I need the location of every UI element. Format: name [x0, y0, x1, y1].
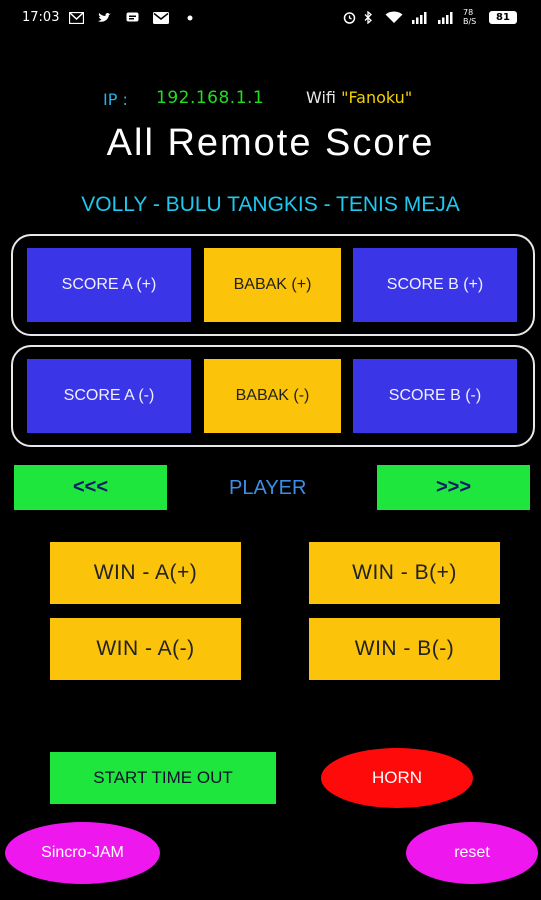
signal-icon: [410, 11, 430, 24]
win-b-minus-button[interactable]: WIN - B(-): [309, 618, 500, 680]
win-a-plus-button[interactable]: WIN - A(+): [50, 542, 241, 604]
status-time: 17:03: [22, 10, 60, 25]
dot-icon: [186, 11, 194, 24]
win-b-plus-button[interactable]: WIN - B(+): [309, 542, 500, 604]
score-a-plus-button[interactable]: SCORE A (+): [27, 248, 191, 322]
mail-icon: [152, 11, 170, 24]
score-a-minus-button[interactable]: SCORE A (-): [27, 359, 191, 433]
start-timeout-button[interactable]: START TIME OUT: [50, 752, 276, 804]
score-b-minus-button[interactable]: SCORE B (-): [353, 359, 517, 433]
page-title: All Remote Score: [106, 122, 435, 164]
reset-button[interactable]: reset: [406, 822, 538, 884]
wifi-prefix: Wifi: [306, 88, 342, 107]
ip-label: IP :: [103, 90, 128, 109]
ip-value: 192.168.1.1: [156, 88, 265, 108]
score-b-plus-button[interactable]: SCORE B (+): [353, 248, 517, 322]
battery-icon: 81: [489, 11, 517, 24]
babak-minus-button[interactable]: BABAK (-): [204, 359, 341, 433]
babak-plus-button[interactable]: BABAK (+): [204, 248, 341, 322]
sincro-jam-button[interactable]: Sincro-JAM: [5, 822, 160, 884]
message-icon: [124, 11, 140, 24]
alarm-icon: [342, 11, 356, 24]
signal-icon: [436, 11, 456, 24]
wifi-info: Wifi "Fanoku": [306, 88, 412, 107]
status-bar: 17:03 78 B/S 81: [0, 0, 541, 36]
network-speed: 78 B/S: [463, 8, 477, 26]
wifi-name: "Fanoku": [341, 88, 413, 107]
bluetooth-icon: [362, 11, 374, 24]
player-next-button[interactable]: >>>: [377, 465, 530, 510]
horn-button[interactable]: HORN: [321, 748, 473, 808]
score-minus-group: [11, 345, 535, 447]
gmail-icon: [68, 11, 84, 24]
page-subtitle: VOLLY - BULU TANGKIS - TENIS MEJA: [81, 193, 460, 216]
twitter-icon: [96, 11, 112, 24]
wifi-icon: [384, 11, 404, 24]
player-prev-button[interactable]: <<<: [14, 465, 167, 510]
win-a-minus-button[interactable]: WIN - A(-): [50, 618, 241, 680]
score-plus-group: [11, 234, 535, 336]
player-label: PLAYER: [229, 477, 307, 499]
